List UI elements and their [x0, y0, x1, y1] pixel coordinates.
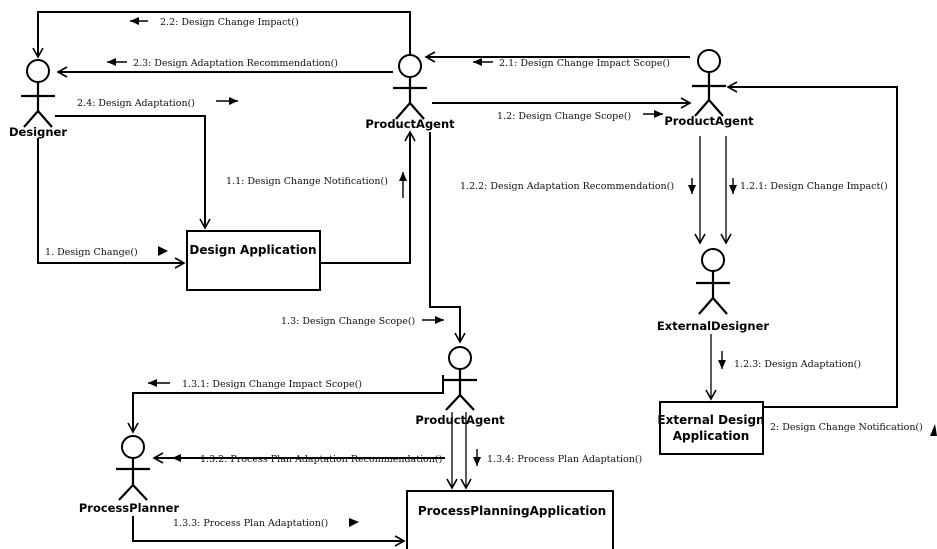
box-process-planning-application: ProcessPlanningApplication	[406, 490, 614, 549]
msg-1-2: 1.2: Design Change Scope()	[497, 111, 631, 122]
actor-head	[26, 59, 50, 83]
actor-label-product-agent-2: ProductAgent	[664, 114, 754, 128]
box-label-external-design-line1: External Design	[657, 413, 764, 427]
actor-process-planner: ProcessPlanner	[79, 435, 180, 515]
actor-head	[697, 49, 721, 73]
actor-label-external-designer: ExternalDesigner	[657, 319, 769, 333]
actor-product-agent-2: ProductAgent	[664, 49, 754, 128]
msg-2-2: 2.2: Design Change Impact()	[160, 17, 299, 28]
link-designer-to-design-app	[37, 138, 186, 269]
msg-1-1: 1.1: Design Change Notification()	[226, 176, 388, 187]
link-external-app-to-agent2	[726, 81, 898, 408]
direction-arrow-2	[930, 424, 937, 436]
actor-label-designer: Designer	[9, 125, 67, 139]
msg-1-2-3: 1.2.3: Design Adaptation()	[734, 359, 861, 370]
actor-body	[692, 72, 726, 117]
direction-arrow-1	[158, 246, 168, 256]
msg-1: 1. Design Change()	[45, 247, 138, 258]
actor-label-process-planner: ProcessPlanner	[79, 501, 180, 515]
actor-body	[696, 271, 730, 315]
box-label-external-design-line2: Application	[673, 429, 750, 443]
msg-1-3-4: 1.3.4: Process Plan Adaptation()	[487, 454, 642, 465]
actor-body	[116, 458, 150, 501]
actor-head	[448, 346, 472, 370]
link-planner-to-pp-app	[132, 516, 406, 547]
msg-2: 2: Design Change Notification()	[770, 422, 923, 433]
actor-label-product-agent-3: ProductAgent	[415, 413, 505, 427]
actor-head	[398, 54, 422, 78]
box-external-design-application: External Design Application	[657, 401, 765, 455]
box-design-application: Design Application	[186, 230, 321, 291]
msg-2-4: 2.4: Design Adaptation()	[77, 98, 195, 109]
direction-arrow-1-3-3	[349, 518, 359, 527]
actor-head	[121, 435, 145, 459]
actor-label-product-agent-1: ProductAgent	[365, 117, 455, 131]
box-label-process-planning-application: ProcessPlanningApplication	[418, 504, 606, 518]
msg-1-2-1: 1.2.1: Design Change Impact()	[740, 181, 888, 192]
msg-1-3-1: 1.3.1: Design Change Impact Scope()	[182, 379, 362, 390]
msg-1-2-2: 1.2.2: Design Adaptation Recommendation(…	[460, 181, 674, 192]
actor-body	[393, 77, 427, 120]
msg-1-3-3: 1.3.3: Process Plan Adaptation()	[173, 518, 328, 529]
msg-2-1: 2.1: Design Change Impact Scope()	[499, 58, 670, 69]
actor-product-agent-1: ProductAgent	[365, 54, 455, 131]
link-designer-adaptation	[55, 115, 211, 230]
actor-head	[701, 248, 725, 272]
actor-external-designer: ExternalDesigner	[657, 248, 769, 333]
actor-product-agent-3: ProductAgent	[415, 346, 505, 427]
actor-body	[21, 82, 55, 128]
actor-body	[443, 369, 477, 411]
msg-2-3: 2.3: Design Adaptation Recommendation()	[133, 58, 338, 69]
link-design-app-to-agent1	[320, 130, 416, 264]
link-agent1-impact-to-designer	[32, 11, 411, 59]
link-agent1-to-agent3	[429, 132, 466, 344]
actor-designer: Designer	[9, 59, 67, 139]
msg-1-3: 1.3: Design Change Scope()	[281, 316, 415, 327]
box-label-design-application: Design Application	[189, 243, 316, 257]
link-agent3-impact-to-planner	[127, 375, 444, 434]
msg-1-3-2: 1.3.2: Process Plan Adaptation Recommend…	[200, 454, 442, 465]
